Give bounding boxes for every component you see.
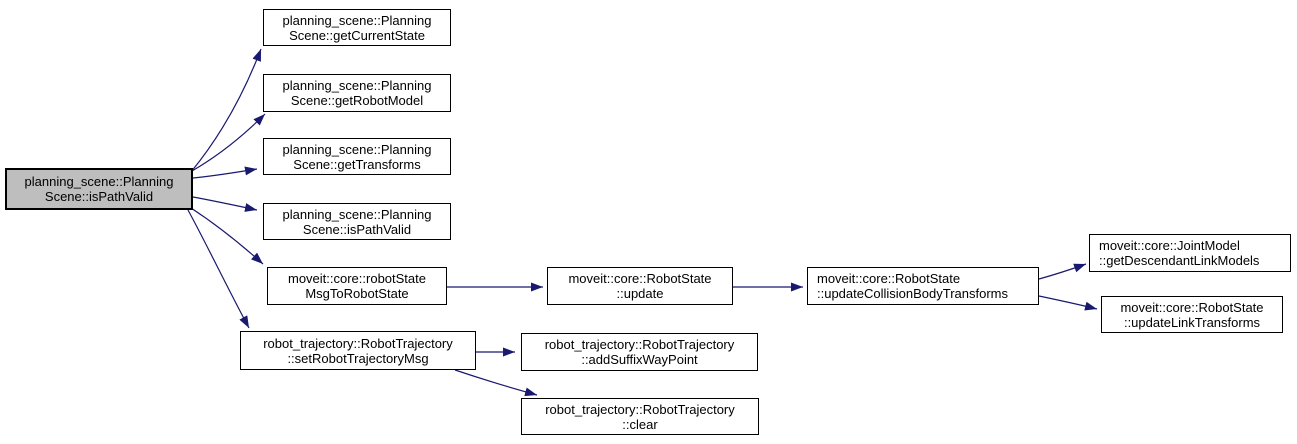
node-gettransforms[interactable]: planning_scene::Planning Scene::getTrans… — [263, 138, 451, 175]
node-label-line1: moveit::core::JointModel — [1099, 238, 1240, 253]
node-label-line2: ::getDescendantLinkModels — [1099, 253, 1260, 268]
node-label-line1: moveit::core::RobotState — [568, 271, 712, 286]
node-label-line1: moveit::core::RobotState — [817, 271, 961, 286]
node-setrobottrajectorymsg[interactable]: robot_trajectory::RobotTrajectory ::setR… — [240, 331, 476, 370]
node-label-line2: ::updateCollisionBodyTransforms — [817, 286, 1008, 301]
edge-setmsg-to-clear — [454, 369, 538, 397]
node-label-line2: Scene::isPathValid — [302, 221, 412, 237]
edge-collision-to-updatelinktransforms — [1038, 295, 1098, 311]
node-robotstatemsgtorobotstate[interactable]: moveit::core::robotState MsgToRobotState — [267, 267, 447, 305]
node-label-line1: moveit::core::robotState — [287, 271, 426, 286]
node-getdescendantlinkmodels[interactable]: moveit::core::JointModel ::getDescendant… — [1089, 234, 1291, 272]
node-label-line2: Scene::getTransforms — [293, 156, 421, 172]
node-updatecollisionbodytransforms[interactable]: moveit::core::RobotState ::updateCollisi… — [807, 267, 1039, 305]
node-label-line2: Scene::getCurrentState — [289, 27, 425, 43]
node-label-line1: robot_trajectory::RobotTrajectory — [263, 335, 453, 351]
node-label-line1: planning_scene::Planning — [282, 206, 432, 222]
edge-collision-to-getdescendantlinkmodels — [1038, 263, 1087, 280]
node-label-line1: robot_trajectory::RobotTrajectory — [544, 337, 735, 352]
node-label-line1: robot_trajectory::RobotTrajectory — [545, 401, 735, 417]
node-ispathvalid-callee[interactable]: planning_scene::Planning Scene::isPathVa… — [263, 203, 451, 240]
edge-root-to-setrobottrajectorymsg — [187, 209, 250, 329]
node-getcurrentstate[interactable]: planning_scene::Planning Scene::getCurre… — [263, 9, 451, 46]
node-label-line1: planning_scene::Planning — [282, 12, 432, 28]
node-ispathvalid-root: planning_scene::Planning Scene::isPathVa… — [5, 168, 193, 210]
node-label-line2: ::setRobotTrajectoryMsg — [287, 350, 429, 366]
node-clear[interactable]: robot_trajectory::RobotTrajectory ::clea… — [521, 398, 759, 435]
edge-root-to-getcurrentstate — [190, 48, 262, 173]
node-label-line2: MsgToRobotState — [305, 286, 409, 301]
node-label-line2: ::clear — [622, 416, 658, 432]
node-label-line2: ::updateLinkTransforms — [1123, 314, 1261, 330]
edge-root-to-ispathvalid — [192, 196, 258, 212]
node-addsuffixwaypoint[interactable]: robot_trajectory::RobotTrajectory ::addS… — [521, 333, 758, 371]
node-getrobotmodel[interactable]: planning_scene::Planning Scene::getRobot… — [263, 74, 451, 112]
node-label-line2: Scene::getRobotModel — [290, 93, 424, 108]
node-update[interactable]: moveit::core::RobotState ::update — [547, 267, 733, 305]
node-label-line1: planning_scene::Planning — [282, 141, 432, 157]
edge-root-to-robotstatemsgtorobotstate — [190, 207, 264, 265]
node-label-line2: ::update — [616, 286, 664, 301]
edge-root-to-gettransforms — [192, 166, 258, 179]
node-label-line1: planning_scene::Planning — [282, 78, 432, 93]
node-label-line2: Scene::isPathValid — [44, 189, 154, 204]
node-updatelinktransforms[interactable]: moveit::core::RobotState ::updateLinkTra… — [1101, 296, 1283, 333]
node-label-line1: planning_scene::Planning — [24, 174, 174, 189]
edge-root-to-getrobotmodel — [191, 113, 266, 172]
node-label-line1: moveit::core::RobotState — [1120, 299, 1264, 315]
node-label-line2: ::addSuffixWayPoint — [581, 352, 698, 367]
